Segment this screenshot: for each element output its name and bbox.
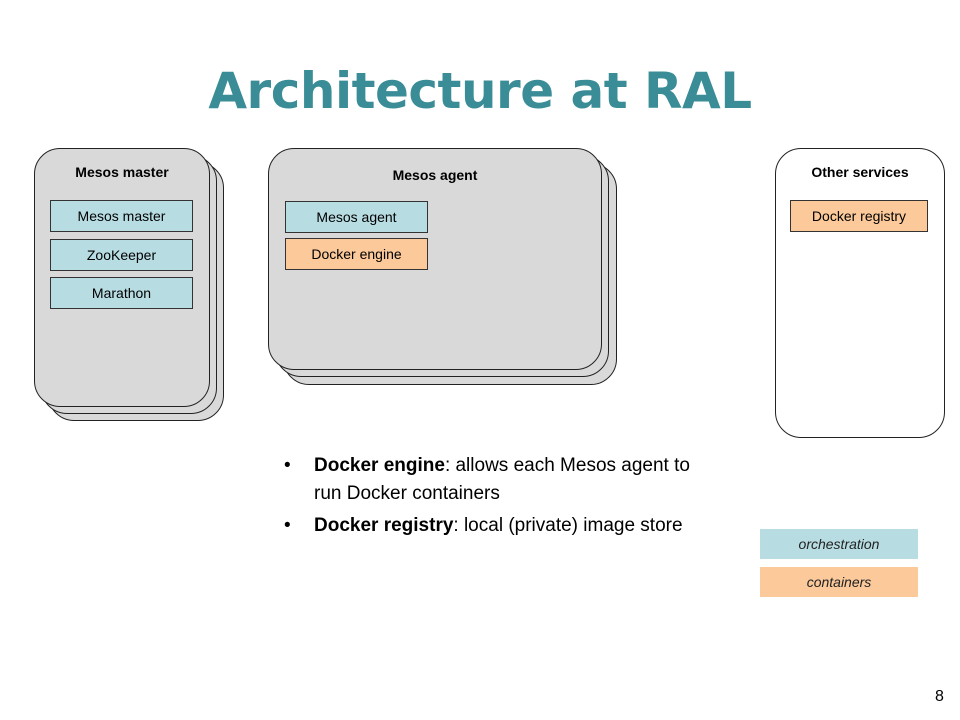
bullet-item: • Docker registry: local (private) image… <box>282 512 722 540</box>
docker-engine-component: Docker engine <box>285 238 428 270</box>
bullet-item: • Docker engine: allows each Mesos agent… <box>282 452 722 508</box>
bullet-dot: • <box>284 455 291 476</box>
slide-title: Architecture at RAL <box>208 62 752 120</box>
bullet-term: Docker engine <box>314 455 445 476</box>
bullet-term: Docker registry <box>314 515 454 536</box>
bullet-dot: • <box>284 515 291 536</box>
other-services-group-title: Other services <box>811 164 909 180</box>
page-number: 8 <box>935 688 944 705</box>
docker-registry-component: Docker registry <box>790 200 928 232</box>
legend-orchestration: orchestration <box>760 529 918 559</box>
mesos-master-component: Mesos master <box>50 200 193 232</box>
bullet-text: : allows each Mesos agent to run Docker … <box>314 455 690 504</box>
mesos-master-group-title: Mesos master <box>75 164 169 180</box>
mesos-agent-group-title: Mesos agent <box>392 167 478 183</box>
zookeeper-component: ZooKeeper <box>50 239 193 271</box>
bullet-list: • Docker engine: allows each Mesos agent… <box>282 452 722 544</box>
mesos-agent-component: Mesos agent <box>285 201 428 233</box>
legend-containers: containers <box>760 567 918 597</box>
marathon-component: Marathon <box>50 277 193 309</box>
other-services-box <box>775 148 945 438</box>
bullet-text: : local (private) image store <box>453 515 683 536</box>
